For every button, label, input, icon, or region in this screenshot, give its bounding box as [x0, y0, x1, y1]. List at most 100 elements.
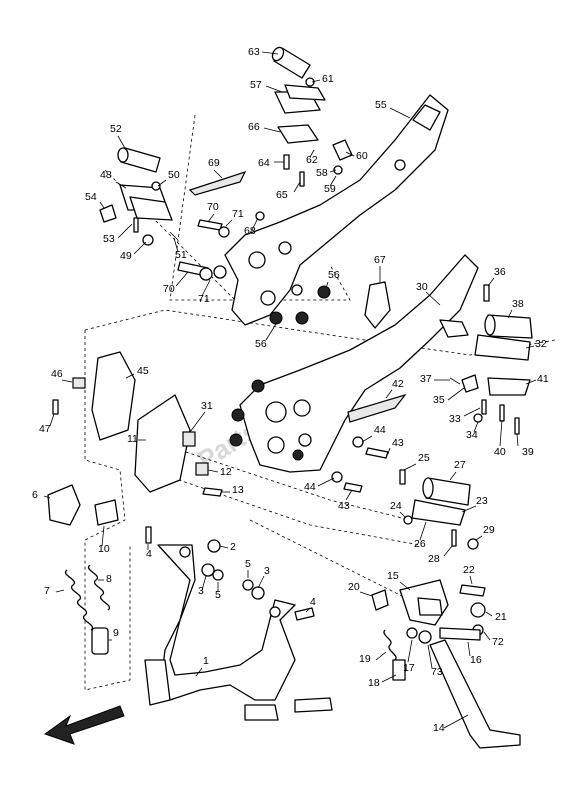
- washer-44-upper: [352, 436, 364, 448]
- part-callout-47: 47: [39, 423, 51, 435]
- leader-line: [463, 407, 481, 417]
- part-callout-51: 51: [175, 249, 187, 261]
- part-callout-17: 17: [403, 662, 415, 674]
- leader-line: [261, 51, 279, 55]
- leader-line: [257, 575, 265, 589]
- bolt-40: [499, 404, 505, 422]
- part-callout-40: 40: [494, 446, 506, 458]
- collar-9: [91, 627, 109, 655]
- footpeg-rubber-27: [422, 477, 471, 506]
- leader-line: [403, 463, 417, 471]
- leader-line: [173, 237, 179, 253]
- leader-line: [469, 575, 473, 585]
- footpeg-rubber-52: [117, 147, 161, 173]
- part-callout-56: 56: [255, 338, 267, 350]
- heel-guard-69: [188, 170, 247, 196]
- leader-line: [325, 281, 329, 289]
- leader-line: [525, 379, 537, 385]
- part-callout-67: 67: [374, 254, 386, 266]
- leader-line: [427, 644, 433, 669]
- leader-line: [225, 219, 233, 227]
- side-stand-assembly: [399, 579, 521, 749]
- part-callout-34: 34: [466, 429, 478, 441]
- leader-line: [449, 471, 457, 481]
- part-callout-70: 70: [163, 283, 175, 295]
- washer-58: [333, 165, 343, 175]
- leader-line: [61, 379, 73, 383]
- leader-line: [195, 667, 203, 677]
- leader-line: [305, 607, 311, 613]
- washer-73: [418, 630, 432, 644]
- part-callout-33: 33: [449, 413, 461, 425]
- leader-line: [213, 169, 223, 179]
- leader-line: [525, 345, 535, 349]
- heel-guard-42: [347, 393, 407, 423]
- leader-line: [425, 291, 441, 306]
- part-callout-23: 23: [476, 495, 488, 507]
- bolt-29: [467, 538, 479, 550]
- leader-line: [265, 85, 283, 93]
- damper-56-lower: [269, 311, 309, 325]
- part-callout-5: 5: [215, 589, 221, 601]
- part-callout-39: 39: [522, 446, 534, 458]
- leader-line: [516, 433, 519, 447]
- footpeg-rubber-63: [271, 46, 311, 79]
- part-callout-71: 71: [232, 208, 244, 220]
- lower-footrest-bracket: [229, 254, 479, 473]
- leader-line: [101, 525, 105, 547]
- bolt-22: [459, 584, 486, 597]
- part-callout-53: 53: [103, 233, 115, 245]
- leader-line: [49, 413, 55, 427]
- leader-line: [125, 373, 135, 379]
- damper-46: [72, 377, 86, 389]
- footpeg-57: [274, 84, 326, 114]
- leader-line: [407, 639, 413, 663]
- leader-line: [201, 575, 207, 591]
- spring-60: [332, 139, 353, 161]
- leader-line: [293, 181, 301, 193]
- part-callout-13: 13: [232, 484, 244, 496]
- leader-line: [361, 435, 373, 443]
- leader-line: [507, 309, 513, 319]
- leader-line: [117, 223, 133, 239]
- part-callout-21: 21: [495, 611, 507, 623]
- part-callout-49: 49: [120, 250, 132, 262]
- leader-line: [263, 127, 281, 133]
- footpeg-66: [277, 124, 319, 144]
- leader-line: [157, 179, 167, 187]
- part-callout-27: 27: [454, 459, 466, 471]
- bolt-4-right: [294, 607, 315, 621]
- part-callout-64: 64: [258, 157, 270, 169]
- leader-line: [485, 611, 493, 617]
- bolt-47: [52, 399, 59, 415]
- part-callout-41: 41: [537, 373, 549, 385]
- bolt-set-70-71-lower: [177, 261, 227, 281]
- leader-line: [175, 271, 189, 287]
- part-callout-36: 36: [494, 266, 506, 278]
- center-stand-1: [144, 544, 333, 721]
- part-callout-58: 58: [316, 167, 328, 179]
- part-callout-3: 3: [264, 565, 270, 577]
- leader-line: [117, 135, 127, 151]
- part-callout-2: 2: [230, 541, 236, 553]
- part-callout-7: 7: [44, 585, 50, 597]
- bolt-25: [399, 469, 406, 485]
- bolt-16: [439, 627, 481, 641]
- part-callout-56: 56: [328, 269, 340, 281]
- leader-line: [499, 419, 503, 447]
- damper-12: [195, 462, 209, 476]
- washer-44-lower: [331, 471, 343, 483]
- part-callout-14: 14: [433, 722, 445, 734]
- leader-line: [265, 323, 277, 341]
- nut-34: [473, 413, 483, 423]
- part-callout-61: 61: [322, 73, 334, 85]
- leader-line: [467, 641, 471, 657]
- leader-line: [189, 411, 206, 433]
- bolt-36: [483, 284, 490, 302]
- ball-50: [151, 181, 161, 191]
- part-callout-19: 19: [359, 653, 371, 665]
- leader-line: [329, 175, 337, 187]
- part-callout-18: 18: [368, 677, 380, 689]
- washer-17: [406, 627, 418, 639]
